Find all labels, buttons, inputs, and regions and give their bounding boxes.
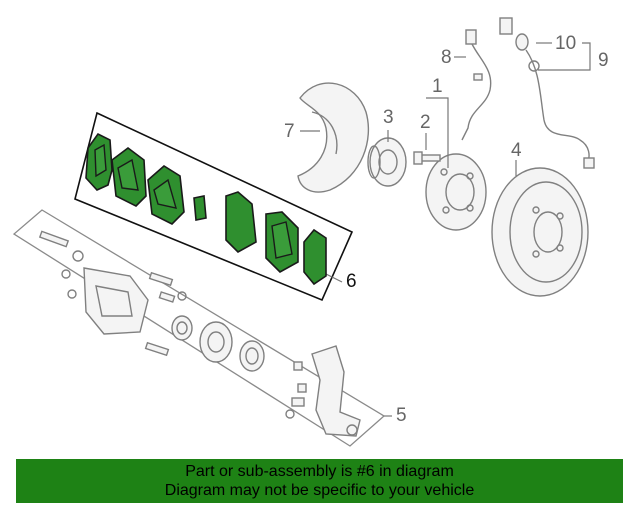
callout-8: 8 [441,47,452,68]
caliper-kit-frame [12,209,386,447]
callout-5: 5 [396,405,407,426]
hub-bearing[interactable] [367,137,407,187]
info-banner: Part or sub-assembly is #6 in diagram Di… [16,459,623,503]
callout-3: 3 [383,107,394,128]
leader-1 [426,97,449,168]
callout-10: 10 [555,33,577,54]
callout-4: 4 [511,140,522,161]
hub-bolt[interactable] [413,151,441,165]
wheel-hub[interactable] [425,153,487,231]
pad-right-3 [303,228,327,286]
banner-line-1: Part or sub-assembly is #6 in diagram [185,463,454,480]
caliper-kit[interactable] [38,230,361,437]
abs-sensor-right[interactable] [499,17,595,169]
splash-shield[interactable] [297,82,370,193]
pad-set-frame [74,111,354,302]
callout-2: 2 [420,112,431,133]
abs-sensor-left[interactable] [461,29,492,141]
pad-clip [193,195,207,221]
caliper-body [83,267,149,335]
brake-pad-set[interactable] [85,132,327,286]
parts-diagram [12,17,595,447]
pad-right-1 [225,191,257,253]
banner-line-2: Diagram may not be specific to your vehi… [164,482,475,499]
leader-9 [538,42,591,71]
caliper-bracket [311,345,361,437]
brake-rotor[interactable] [491,167,589,297]
callout-1: 1 [432,76,443,97]
callout-6: 6 [346,271,357,292]
callout-9: 9 [598,50,609,71]
callout-7: 7 [284,121,295,142]
